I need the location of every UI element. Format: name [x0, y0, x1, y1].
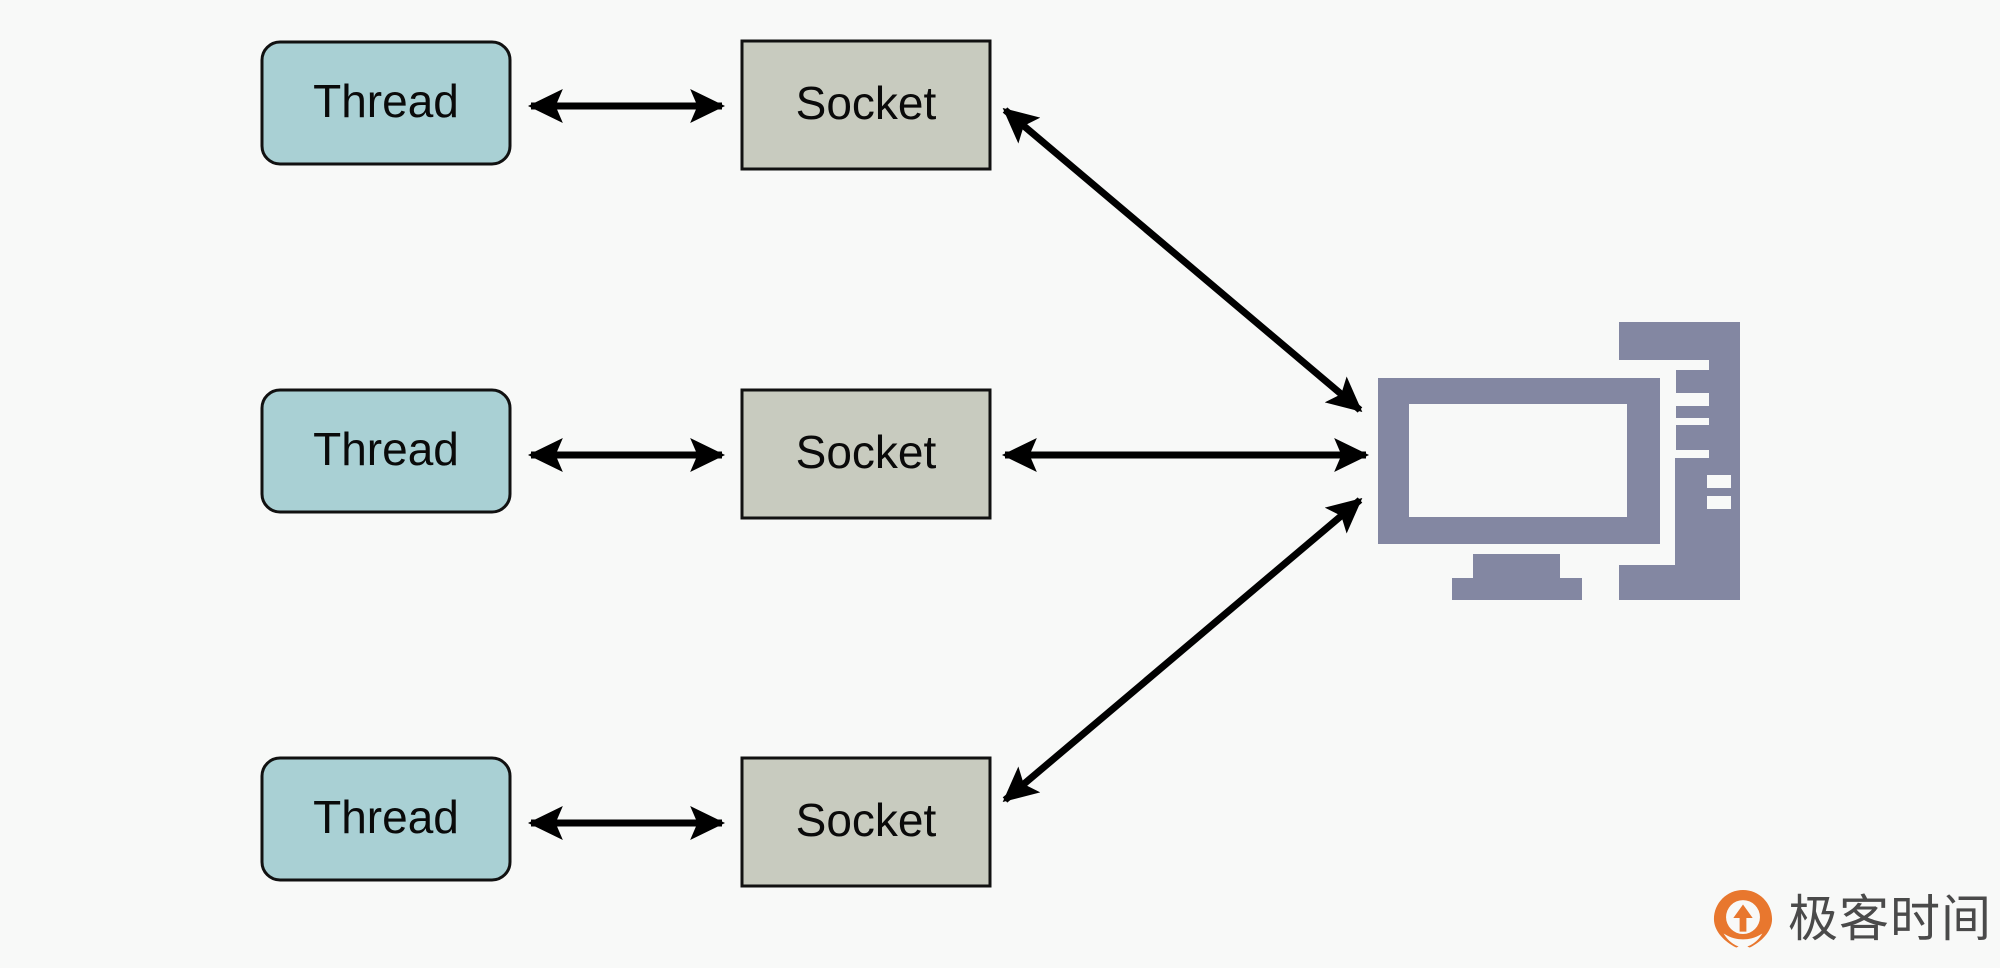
thread-label-bottom: Thread — [313, 791, 459, 843]
tower-indicator-slot-1 — [1707, 475, 1731, 488]
brand-text: 极客时间 — [1788, 890, 1992, 948]
brand-logo: 极客时间 — [1712, 888, 1992, 950]
server-computer-icon[interactable] — [1378, 322, 1740, 600]
connector-socket-bottom-computer[interactable] — [1002, 497, 1363, 803]
tower-bar-1 — [1676, 406, 1734, 418]
thread-label-top: Thread — [313, 75, 459, 127]
row-middle: Thread Socket — [260, 388, 992, 520]
thread-box-top[interactable] — [260, 40, 512, 166]
row-bottom: Thread Socket — [260, 756, 992, 888]
geektime-circle-logo-icon — [1713, 889, 1773, 948]
monitor-screen — [1409, 404, 1627, 517]
socket-box-bottom[interactable] — [740, 756, 992, 888]
thread-box-bottom[interactable] — [260, 756, 512, 882]
tower-indicator-slot-2 — [1707, 496, 1731, 509]
monitor-base — [1452, 578, 1582, 600]
tower-drive-bay-2 — [1676, 425, 1720, 450]
thread-label-middle: Thread — [313, 423, 459, 475]
row-top: Thread Socket — [260, 39, 992, 171]
socket-box-middle[interactable] — [740, 388, 992, 520]
thread-box-middle[interactable] — [260, 388, 512, 514]
socket-label-middle: Socket — [796, 426, 937, 478]
socket-to-computer-connectors — [1001, 107, 1370, 803]
socket-label-bottom: Socket — [796, 794, 937, 846]
socket-box-top[interactable] — [740, 39, 992, 171]
connector-socket-top-computer[interactable] — [1002, 107, 1363, 413]
tower-bottom-foot — [1619, 565, 1740, 600]
socket-label-top: Socket — [796, 77, 937, 129]
tower-drive-bay-1 — [1676, 370, 1720, 393]
